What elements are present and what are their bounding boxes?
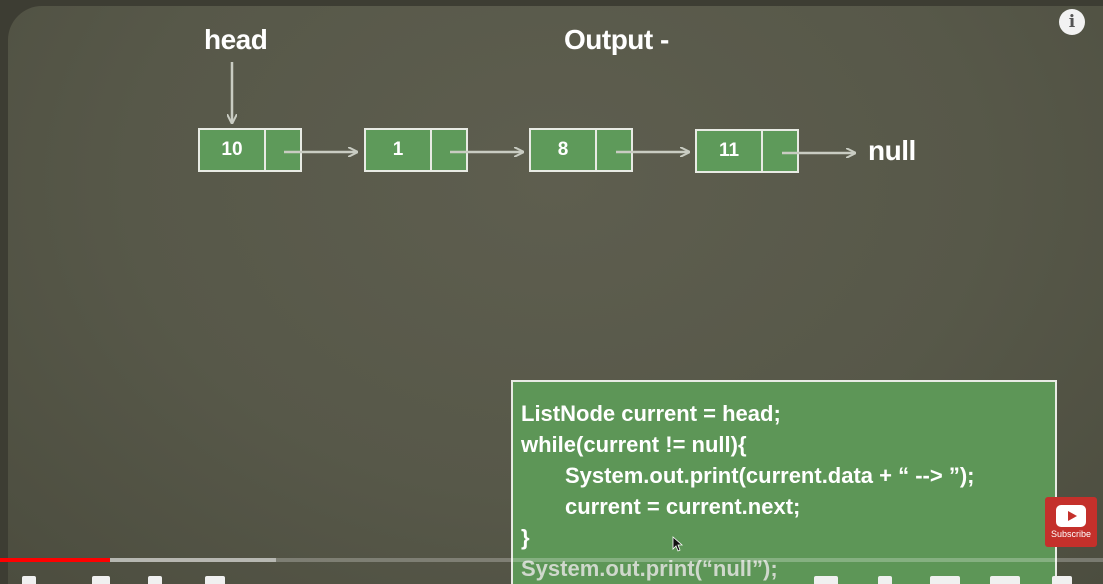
settings-icon[interactable] [878, 576, 892, 584]
code-line-3: System.out.print(current.data + “ --> ”)… [565, 463, 975, 488]
youtube-play-icon [1056, 505, 1086, 527]
node-data: 11 [697, 131, 763, 171]
next-icon[interactable] [92, 576, 110, 584]
video-frame[interactable]: head Output - null 10 1 8 11 ListNode cu… [8, 6, 1103, 584]
node-data: 1 [366, 130, 432, 170]
list-node-1: 10 [198, 128, 302, 172]
head-label: head [204, 24, 268, 55]
code-line-2: while(current != null){ [521, 432, 747, 457]
node-data: 10 [200, 130, 266, 170]
code-line-5: } [521, 525, 530, 550]
autoplay-icon[interactable] [205, 576, 225, 584]
info-icon[interactable]: i [1059, 9, 1085, 35]
null-label: null [868, 135, 916, 166]
player-controls [0, 566, 1103, 584]
node-data: 8 [531, 130, 597, 170]
subscribe-label: Subscribe [1050, 529, 1092, 539]
arrows-layer [8, 62, 1103, 584]
progress-played [0, 558, 111, 562]
subscribe-button[interactable]: Subscribe [1045, 497, 1097, 547]
progress-bar[interactable] [0, 558, 1103, 562]
play-pause-icon[interactable] [22, 576, 36, 584]
code-line-4: current = current.next; [565, 494, 801, 519]
output-label: Output - [564, 24, 669, 55]
subtitles-icon[interactable] [814, 576, 838, 584]
progress-buffered [0, 558, 276, 562]
list-node-4: 11 [695, 129, 799, 173]
code-line-6: System.out.print(“null”); [521, 556, 778, 581]
miniplayer-icon[interactable] [930, 576, 960, 584]
volume-icon[interactable] [148, 576, 162, 584]
fullscreen-icon[interactable] [1052, 576, 1072, 584]
theater-icon[interactable] [990, 576, 1020, 584]
code-block: ListNode current = head; while(current !… [511, 380, 1057, 584]
list-node-3: 8 [529, 128, 633, 172]
list-node-2: 1 [364, 128, 468, 172]
code-line-1: ListNode current = head; [521, 401, 781, 426]
mouse-cursor-icon [672, 536, 684, 552]
